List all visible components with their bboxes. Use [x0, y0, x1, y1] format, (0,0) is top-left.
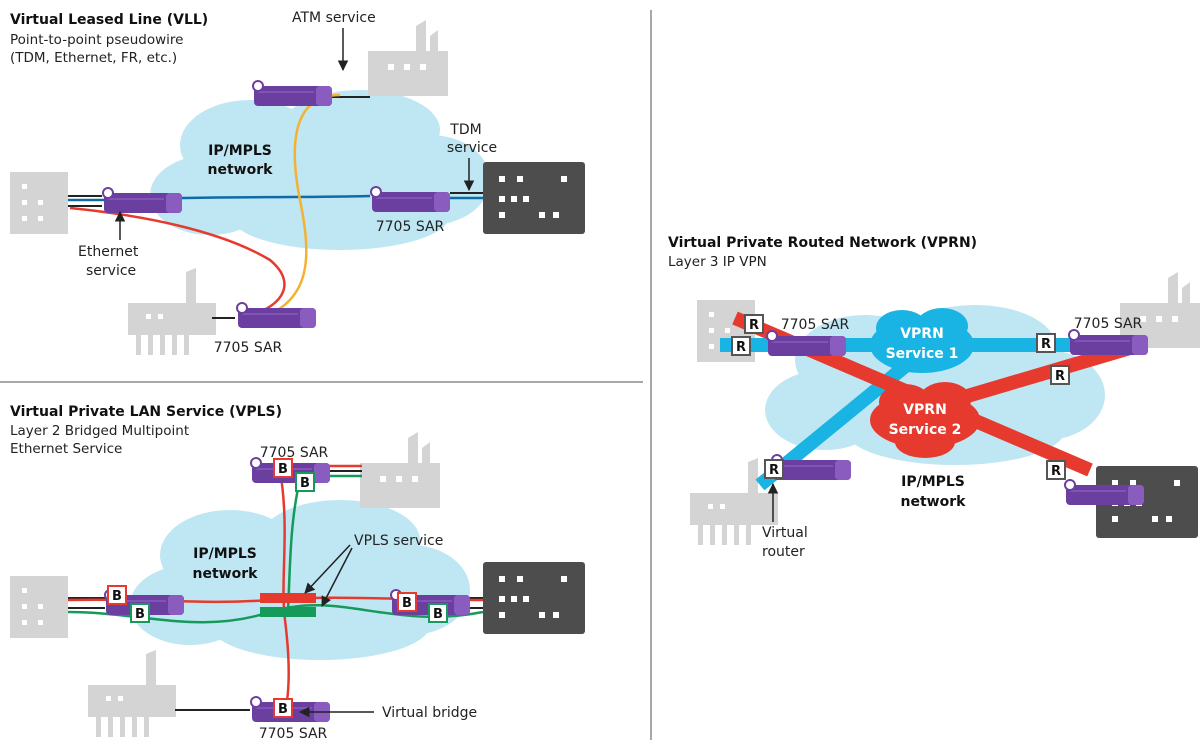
- vpls-right-building: [483, 562, 585, 634]
- svg-text:B: B: [402, 596, 412, 611]
- svg-text:B: B: [433, 607, 443, 622]
- virtual-router-label-1: Virtual: [762, 525, 808, 541]
- vll-atm-router: [252, 80, 333, 107]
- svg-text:R: R: [1055, 369, 1065, 384]
- vll-cloud-label-1: IP/MPLS: [208, 143, 272, 159]
- vpls-sar-top-label: 7705 SAR: [260, 445, 329, 461]
- vll-sar-right-label: 7705 SAR: [376, 219, 445, 235]
- bridge-marker: B: [428, 603, 448, 623]
- router-marker: R: [1046, 460, 1066, 480]
- atm-service-label: ATM service: [292, 10, 376, 26]
- vpls-left-building: [10, 576, 68, 638]
- tdm-site-building: [483, 162, 585, 234]
- virtual-bridge-label: Virtual bridge: [382, 705, 477, 721]
- vprn-service-2-label-2: Service 2: [889, 422, 962, 438]
- ethernet-site-building: [10, 172, 68, 234]
- vprn-service-1-label-1: VPRN: [900, 326, 944, 342]
- svg-text:B: B: [278, 702, 288, 717]
- vpls-cloud-label-2: network: [193, 566, 259, 582]
- vprn-service-1-cloud: [870, 308, 974, 373]
- vll-bottom-router: [236, 302, 317, 329]
- vpls-cloud: [130, 500, 470, 660]
- tdm-label-1: TDM: [449, 122, 481, 138]
- vpls-panel: Virtual Private LAN Service (VPLS) Layer…: [10, 404, 585, 742]
- router-marker: R: [764, 459, 784, 479]
- vpls-subtitle-line-2: Ethernet Service: [10, 441, 122, 457]
- vpls-cloud-label-1: IP/MPLS: [193, 546, 257, 562]
- bridge-marker: B: [130, 603, 150, 623]
- vpls-green-service-bar: [260, 607, 316, 617]
- vprn-sar-left-label: 7705 SAR: [781, 317, 850, 333]
- router-marker: R: [1050, 365, 1070, 385]
- bridge-marker: B: [397, 592, 417, 612]
- svg-text:R: R: [769, 463, 779, 478]
- svg-text:B: B: [278, 462, 288, 477]
- router-marker: R: [744, 314, 764, 334]
- ethernet-label-2: service: [86, 263, 136, 279]
- vprn-subtitle: Layer 3 IP VPN: [668, 254, 767, 270]
- vprn-service-2-label-1: VPRN: [903, 402, 947, 418]
- vpls-title: Virtual Private LAN Service (VPLS): [10, 404, 282, 420]
- vll-sar-bottom-label: 7705 SAR: [214, 340, 283, 356]
- vprn-cloud-label-1: IP/MPLS: [901, 474, 965, 490]
- vpls-service-label: VPLS service: [354, 533, 443, 549]
- svg-text:R: R: [1041, 337, 1051, 352]
- vll-panel: Virtual Leased Line (VLL) Point-to-point…: [10, 10, 585, 356]
- svg-text:R: R: [749, 318, 759, 333]
- vpls-red-service-bar: [260, 593, 316, 603]
- router-marker: R: [731, 336, 751, 356]
- vprn-cloud-label-2: network: [901, 494, 967, 510]
- svg-text:R: R: [1051, 464, 1061, 479]
- virtual-router-label-2: router: [762, 544, 805, 560]
- vprn-sar-right-label: 7705 SAR: [1074, 316, 1143, 332]
- svg-text:R: R: [736, 340, 746, 355]
- bridge-marker: B: [295, 472, 315, 492]
- tdm-label-2: service: [447, 140, 497, 156]
- vll-title: Virtual Leased Line (VLL): [10, 12, 208, 28]
- vprn-service-2-cloud: [870, 382, 980, 458]
- vpls-top-building: [360, 432, 440, 508]
- svg-text:B: B: [135, 607, 145, 622]
- vll-cloud-label-2: network: [208, 162, 274, 178]
- svg-text:B: B: [300, 476, 310, 491]
- atm-site-building: [368, 20, 448, 96]
- router-marker: R: [1036, 333, 1056, 353]
- vprn-panel: Virtual Private Routed Network (VPRN) La…: [668, 235, 1200, 560]
- vll-subtitle-line-2: (TDM, Ethernet, FR, etc.): [10, 50, 177, 66]
- vprn-service-1-label-2: Service 1: [886, 346, 959, 362]
- bridge-marker: B: [107, 585, 127, 605]
- vpls-subtitle-line-1: Layer 2 Bridged Multipoint: [10, 423, 189, 439]
- bottom-site-building: [128, 268, 216, 355]
- vpls-bottom-building: [88, 650, 176, 737]
- vprn-title: Virtual Private Routed Network (VPRN): [668, 235, 977, 251]
- vll-subtitle-line-1: Point-to-point pseudowire: [10, 32, 183, 48]
- vpls-sar-bottom-label: 7705 SAR: [259, 726, 328, 742]
- ethernet-label-1: Ethernet: [78, 244, 139, 260]
- bridge-marker: B: [273, 698, 293, 718]
- bridge-marker: B: [273, 458, 293, 478]
- svg-text:B: B: [112, 589, 122, 604]
